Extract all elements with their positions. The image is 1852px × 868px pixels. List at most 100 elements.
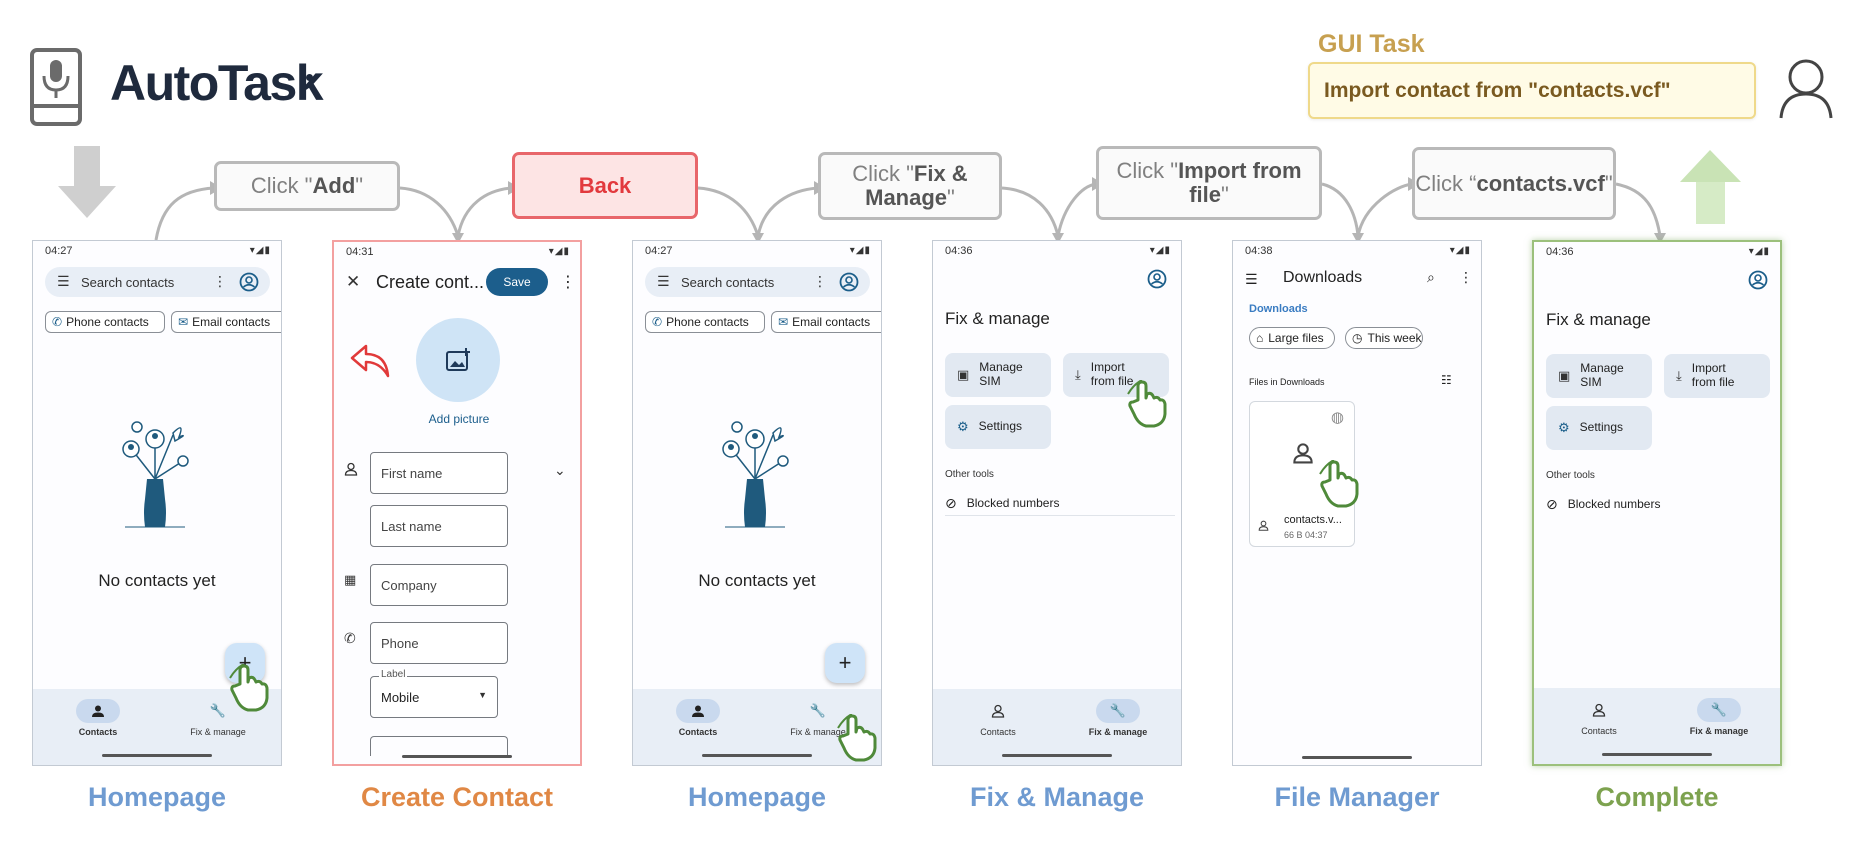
chip-phone-contacts[interactable]: ✆Phone contacts	[645, 311, 765, 333]
status-icons: ▾◢▮	[849, 245, 871, 256]
file-meta: 66 B 04:37	[1284, 530, 1328, 540]
save-button[interactable]: Save	[486, 268, 548, 296]
company-field[interactable]: Company	[370, 564, 508, 606]
company-icon: ▦	[344, 572, 357, 587]
screen-fix-manage: 04:36 ▾◢▮ Fix & manage ▣Manage SIM ⤓Impo…	[932, 240, 1182, 766]
blocked-numbers-item[interactable]: ⊘ Blocked numbers	[945, 491, 1175, 516]
nav-contacts[interactable]: Contacts	[943, 699, 1053, 737]
menu-icon[interactable]: ☰	[657, 273, 670, 289]
empty-illustration	[722, 421, 789, 528]
nav-contacts[interactable]: Contacts	[43, 699, 153, 737]
nav-fix-manage[interactable]: 🔧 Fix & manage	[1063, 699, 1173, 737]
settings-button[interactable]: ⚙Settings	[945, 405, 1051, 449]
chip-this-week[interactable]: ◷This week	[1345, 327, 1423, 349]
chip-email-contacts[interactable]: ✉Email contacts	[171, 311, 281, 333]
file-name: contacts.v...	[1284, 514, 1342, 526]
gear-icon: ⚙	[957, 418, 969, 434]
action-click-import: Click "Import from file"	[1096, 146, 1322, 220]
block-icon: ⊘	[1546, 495, 1558, 512]
expand-chevron-icon[interactable]: ⌄	[554, 462, 566, 478]
block-icon: ⊘	[945, 494, 957, 511]
add-picture-circle[interactable]	[416, 318, 500, 402]
first-name-field[interactable]: First name	[370, 452, 508, 494]
add-contact-fab[interactable]: +	[825, 643, 865, 683]
nav-contacts[interactable]: Contacts	[643, 699, 753, 737]
menu-icon[interactable]: ☰	[57, 273, 70, 289]
start-down-arrow	[58, 146, 116, 218]
manage-sim-button[interactable]: ▣Manage SIM	[1546, 354, 1652, 398]
more-icon[interactable]: ⋮	[1459, 269, 1473, 285]
settings-button[interactable]: ⚙Settings	[1546, 406, 1652, 450]
screen-complete: 04:36 ▾◢▮ Fix & manage ▣Manage SIM ⤓Impo…	[1532, 240, 1782, 766]
sim-icon: ▣	[1558, 367, 1571, 383]
person-outline-icon	[1577, 698, 1621, 722]
action-back: Back	[512, 152, 698, 219]
status-icons: ▾◢▮	[249, 245, 271, 256]
phone-icon: ✆	[652, 315, 663, 329]
other-tools-label: Other tools	[1546, 470, 1595, 481]
page-title: Fix & manage	[1546, 310, 1651, 329]
add-picture-label[interactable]: Add picture	[428, 412, 490, 426]
screen-file-manager: 04:38 ▾◢▮ ☰ Downloads ⌕ ⋮ Downloads ⌂Lar…	[1232, 240, 1482, 766]
chip-email-contacts[interactable]: ✉Email contacts	[771, 311, 881, 333]
add-photo-icon	[446, 348, 470, 371]
task-text: Import contact from "contacts.vcf"	[1324, 78, 1671, 102]
wrench-icon: 🔧	[1697, 698, 1741, 722]
status-bar: 04:27 ▾◢▮	[45, 245, 271, 257]
more-icon[interactable]: ⋮	[560, 274, 576, 291]
search-icon[interactable]: ⌕	[1427, 269, 1435, 285]
manage-sim-button[interactable]: ▣Manage SIM	[945, 353, 1051, 397]
task-title: GUI Task	[1318, 30, 1425, 58]
action-click-vcf: Click “contacts.vcf"	[1412, 147, 1616, 220]
gear-icon: ⚙	[1558, 419, 1570, 435]
screen-homepage-2: 04:27 ▾◢▮ ☰ Search contacts ⋮ ✆Phone con…	[632, 240, 882, 766]
caption-create-contact: Create Contact	[360, 782, 554, 812]
more-icon[interactable]: ⋮	[213, 273, 227, 289]
account-icon[interactable]	[1748, 270, 1768, 290]
close-icon[interactable]: ✕	[346, 272, 361, 291]
user-icon	[1779, 59, 1833, 119]
page-title: Downloads	[1283, 269, 1363, 286]
chip-phone-contacts[interactable]: ✆Phone contacts	[45, 311, 165, 333]
person-outline-icon	[976, 699, 1020, 723]
phone-field[interactable]: Phone	[370, 622, 508, 664]
account-icon[interactable]	[239, 272, 259, 292]
import-from-file-button[interactable]: ⤓Import from file	[1063, 353, 1169, 397]
select-check-icon[interactable]: ◍	[1330, 409, 1344, 426]
label-select[interactable]: Label Mobile ▼	[370, 669, 498, 718]
last-name-field[interactable]: Last name	[370, 505, 508, 547]
import-from-file-button[interactable]: ⤓Import from file	[1664, 354, 1770, 398]
person-small-icon	[1258, 520, 1269, 531]
wrench-icon: 🔧	[209, 703, 227, 718]
blocked-numbers-item[interactable]: ⊘ Blocked numbers	[1546, 495, 1661, 512]
action-click-fix-manage: Click "Fix & Manage"	[818, 152, 1002, 220]
more-icon[interactable]: ⋮	[813, 273, 827, 289]
bottom-nav: Contacts 🔧 Fix & manage	[1534, 688, 1780, 764]
account-icon[interactable]	[1147, 269, 1167, 289]
download-icon: ⤓	[1676, 367, 1682, 383]
caption-homepage-1: Homepage	[87, 782, 227, 812]
nav-fix-manage[interactable]: 🔧 Fix & manage	[163, 699, 273, 737]
nav-contacts[interactable]: Contacts	[1544, 698, 1654, 736]
caption-fix-manage: Fix & Manage	[969, 782, 1145, 812]
status-bar: 04:36 ▾◢▮	[945, 245, 1171, 257]
breadcrumb[interactable]: Downloads	[1249, 303, 1308, 315]
menu-icon[interactable]: ☰	[1245, 271, 1258, 287]
nav-fix-manage[interactable]: 🔧 Fix & manage	[763, 699, 873, 737]
end-up-arrow	[1680, 150, 1741, 224]
account-icon[interactable]	[839, 272, 859, 292]
empty-state-text: No contacts yet	[698, 571, 816, 590]
wrench-icon: 🔧	[809, 703, 827, 718]
home-indicator	[102, 754, 212, 757]
nav-fix-manage[interactable]: 🔧 Fix & manage	[1664, 698, 1774, 736]
search-bar[interactable]: ☰ Search contacts ⋮	[645, 267, 870, 297]
search-bar[interactable]: ☰ Search contacts ⋮	[45, 267, 270, 297]
next-field-partial[interactable]	[370, 736, 508, 756]
empty-state-text: No contacts yet	[98, 571, 216, 590]
list-view-icon[interactable]: ☷	[1441, 373, 1452, 387]
mail-icon: ✉	[778, 315, 789, 329]
phone-icon: ✆	[52, 315, 63, 329]
person-file-icon	[1293, 443, 1313, 464]
screen-create-contact: 04:31 ▾◢▮ ✕ Create cont... Save ⋮ Add pi…	[332, 240, 582, 766]
chip-large-files[interactable]: ⌂Large files	[1249, 327, 1335, 349]
